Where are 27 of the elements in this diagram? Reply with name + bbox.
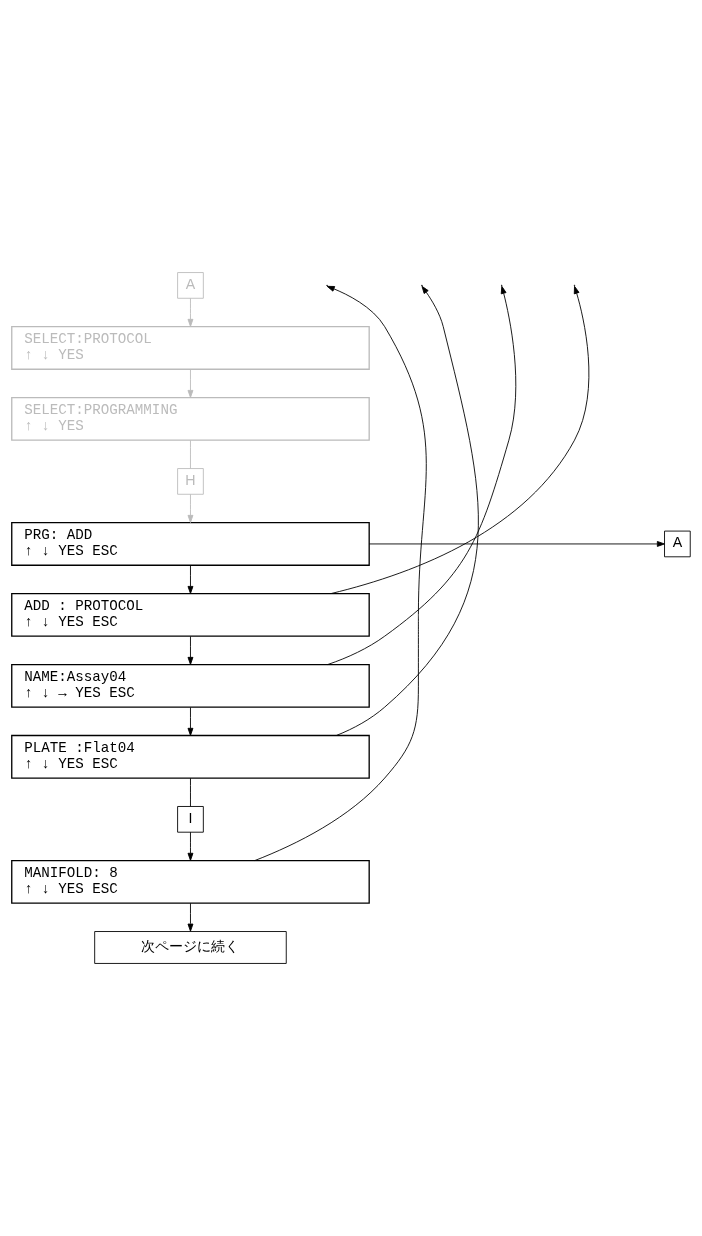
node-box: I xyxy=(177,806,204,833)
node-box: PRG: ADD ↑ ↓ YES ESC xyxy=(11,522,370,566)
arrow xyxy=(187,297,194,327)
connector xyxy=(190,439,191,469)
node-box: MANIFOLD: 8 ↑ ↓ YES ESC xyxy=(11,859,370,904)
arrow xyxy=(187,369,194,398)
node-box: SELECT:PROGRAMMING ↑ ↓ YES xyxy=(11,396,370,441)
arrow xyxy=(254,285,427,861)
node-box: H xyxy=(177,468,204,495)
arrow xyxy=(187,636,194,665)
connector xyxy=(190,777,191,807)
node-box: A xyxy=(177,272,204,299)
node-box: 次ページに続く xyxy=(94,931,287,964)
arrow xyxy=(187,707,194,736)
arrow xyxy=(335,285,479,736)
arrow xyxy=(187,831,194,861)
arrow xyxy=(187,493,194,523)
arrow xyxy=(187,902,194,932)
arrow xyxy=(187,565,194,594)
arrow xyxy=(327,285,517,665)
arrow xyxy=(368,541,665,547)
node-box: ADD : PROTOCOL ↑ ↓ YES ESC xyxy=(11,592,370,637)
node-box: A xyxy=(664,530,691,558)
node-box: PLATE :Flat04 ↑ ↓ YES ESC xyxy=(11,734,370,779)
arrow xyxy=(330,285,590,595)
node-box: NAME:Assay04 ↑ ↓ → YES ESC xyxy=(11,663,370,708)
node-box: SELECT:PROTOCOL ↑ ↓ YES xyxy=(11,326,370,370)
